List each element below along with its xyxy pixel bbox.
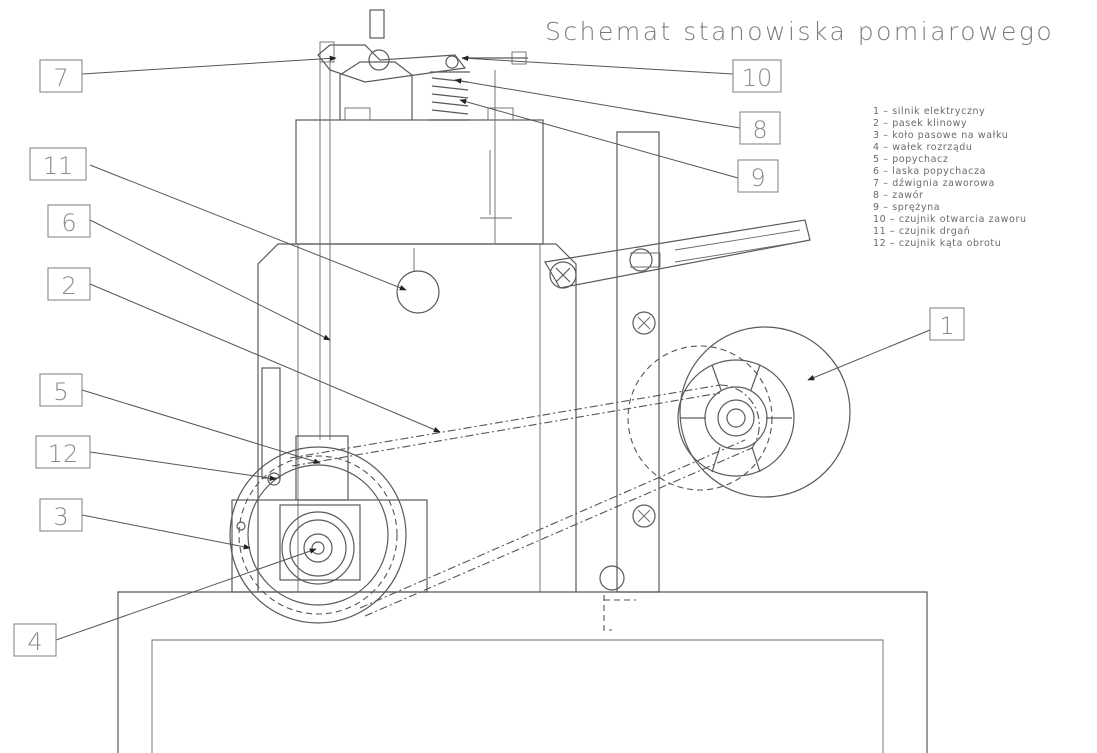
legend-item-10: 10 – czujnik otwarcia zaworu <box>873 214 1027 225</box>
base-table <box>117 591 928 753</box>
callout-12: 12 <box>35 435 91 469</box>
callout-11: 11 <box>29 147 87 181</box>
legend-item-9: 9 – sprężyna <box>873 202 940 213</box>
callout-1: 1 <box>929 307 965 341</box>
callout-4: 4 <box>13 623 57 657</box>
legend: 1 – silnik elektryczny 2 – pasek klinowy… <box>873 106 1027 249</box>
callout-5: 5 <box>39 373 83 407</box>
legend-item-7: 7 – dźwignia zaworowa <box>873 178 995 189</box>
callout-10: 10 <box>732 59 782 93</box>
legend-item-11: 11 – czujnik drgań <box>873 226 970 237</box>
svg-text:2: 2 <box>61 272 76 300</box>
svg-text:7: 7 <box>53 64 68 92</box>
vibration-sensor <box>396 270 440 314</box>
v-belt <box>289 384 760 617</box>
svg-text:12: 12 <box>48 440 79 468</box>
svg-text:6: 6 <box>61 209 76 237</box>
svg-text:4: 4 <box>27 628 42 656</box>
callout-6: 6 <box>47 204 91 238</box>
rocker-arm <box>317 9 528 83</box>
svg-text:9: 9 <box>750 164 765 192</box>
legend-item-4: 4 – wałek rozrządu <box>873 142 973 153</box>
legend-item-1: 1 – silnik elektryczny <box>873 106 985 117</box>
legend-item-8: 8 – zawór <box>873 190 924 201</box>
svg-text:3: 3 <box>53 503 68 531</box>
electric-motor <box>599 311 851 631</box>
engine-block <box>257 60 577 592</box>
legend-item-2: 2 – pasek klinowy <box>873 118 967 129</box>
legend-item-5: 5 – popychacz <box>873 154 948 165</box>
svg-text:5: 5 <box>53 378 68 406</box>
svg-text:10: 10 <box>742 64 773 92</box>
svg-text:8: 8 <box>752 116 767 144</box>
svg-text:11: 11 <box>43 152 74 180</box>
camshaft-pulley <box>229 367 428 624</box>
legend-item-6: 6 – laska popychacza <box>873 166 986 177</box>
diagram-title: Schemat stanowiska pomiarowego <box>545 17 1054 46</box>
legend-item-3: 3 – koło pasowe na wałku <box>873 130 1008 141</box>
callout-8: 8 <box>739 111 781 145</box>
valve-spring <box>430 71 470 121</box>
callout-7: 7 <box>39 59 83 93</box>
leader-lines <box>55 55 931 641</box>
motor-bracket <box>544 131 811 593</box>
svg-text:1: 1 <box>939 312 954 340</box>
callout-3: 3 <box>39 498 83 532</box>
callout-9: 9 <box>737 159 779 193</box>
callout-2: 2 <box>47 267 91 301</box>
legend-item-12: 12 – czujnik kąta obrotu <box>873 238 1001 249</box>
